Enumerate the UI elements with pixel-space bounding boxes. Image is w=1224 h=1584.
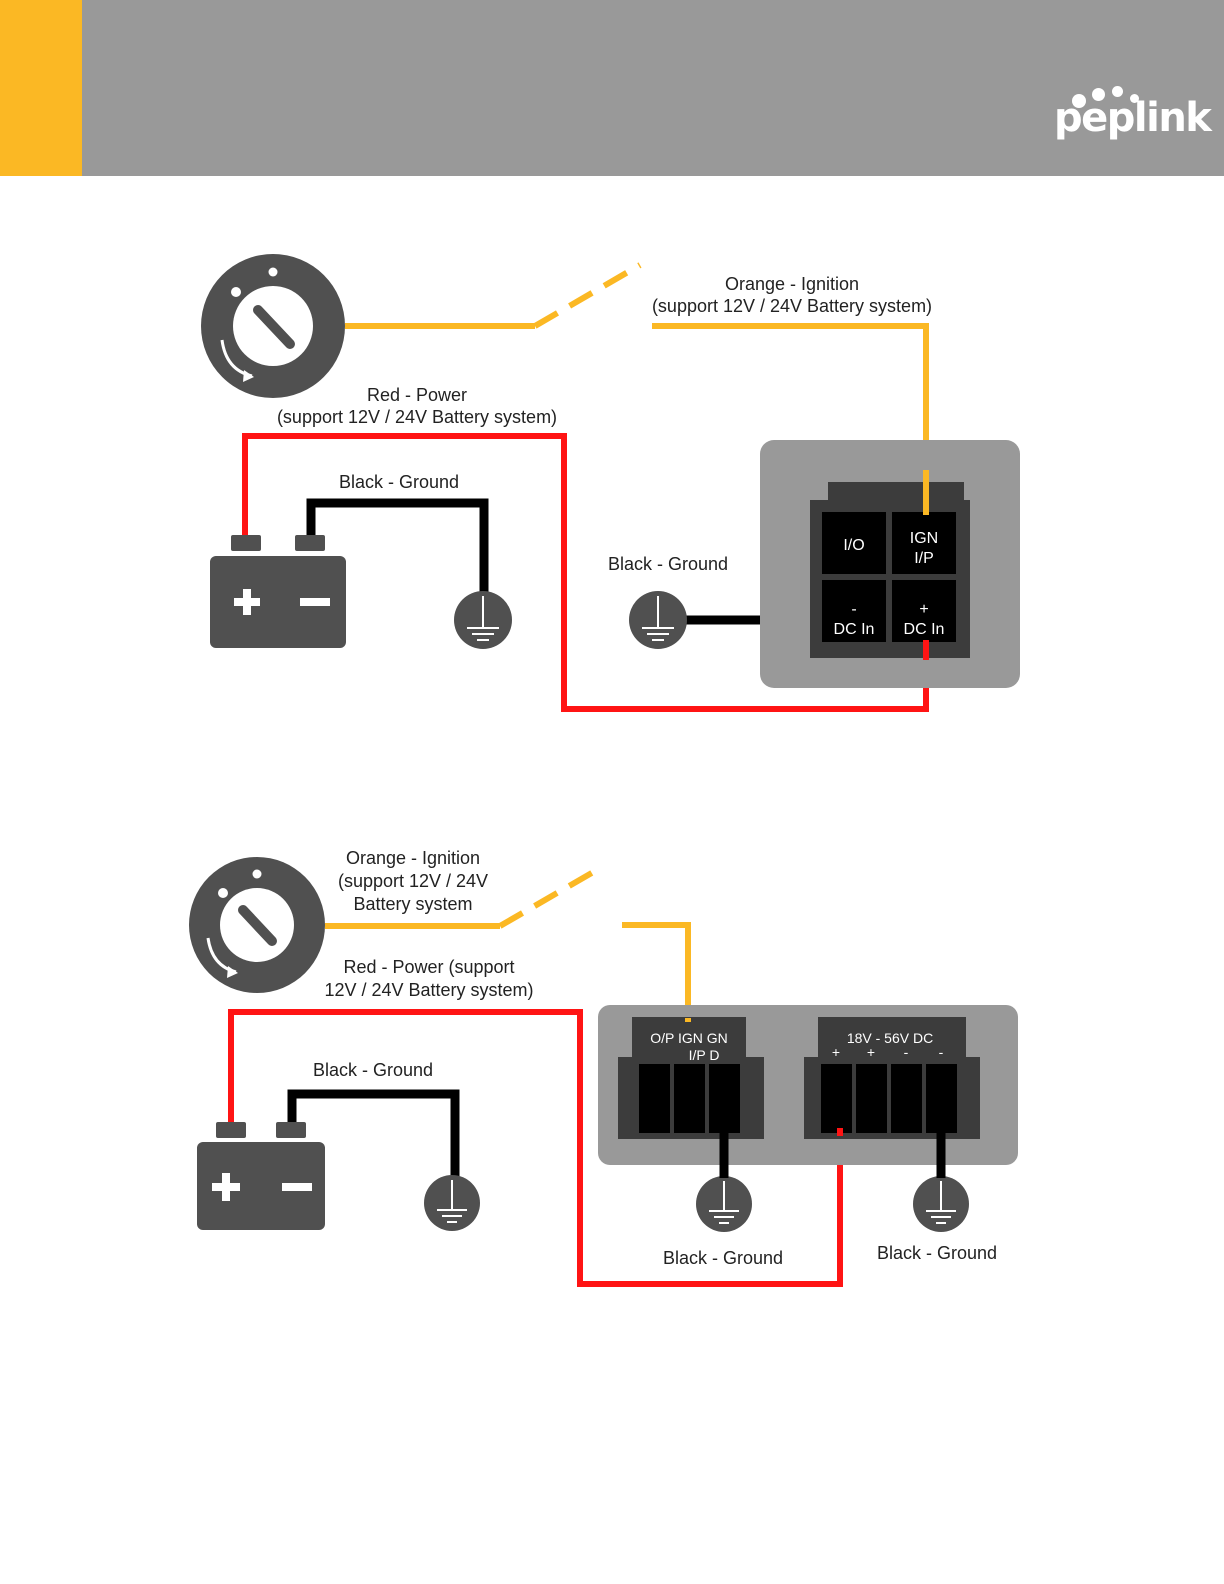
pin-io-label: I/O — [843, 537, 864, 554]
io-connector-3pin — [618, 1017, 764, 1139]
red-power-sublabel: 12V / 24V Battery system) — [324, 980, 533, 1000]
header-accent-block — [0, 0, 82, 176]
dc-power-connector-4pin — [804, 1017, 980, 1139]
router-power-connector-4pin — [760, 440, 1020, 688]
ground-wire-battery-top — [306, 498, 489, 592]
ground-symbol-icon — [913, 1176, 969, 1232]
black-ground-label: Black - Ground — [608, 554, 728, 574]
ignition-switch-icon — [201, 254, 345, 398]
ignition-switch-icon — [189, 857, 325, 993]
ignition-wire-bottom — [325, 864, 691, 1022]
ground-symbol-icon — [629, 591, 687, 649]
pin-dc-negative-sublabel: DC In — [834, 621, 875, 638]
red-power-label: Red - Power (support — [343, 957, 514, 977]
battery-icon — [197, 1122, 325, 1230]
orange-ignition-label: Orange - Ignition — [346, 848, 480, 868]
ground-symbol-icon — [454, 591, 512, 649]
logo-wordmark: peplink — [1054, 95, 1212, 141]
dc-pin-label: + — [832, 1044, 840, 1060]
pin-dc-positive-label: + — [919, 601, 928, 618]
battery-icon — [210, 535, 346, 648]
orange-ignition-sublabel: (support 12V / 24V Battery system) — [652, 296, 932, 316]
ground-symbol-icon — [424, 1175, 480, 1231]
orange-ignition-sublabel: Battery system — [353, 894, 472, 914]
pin-dc-negative-label: - — [851, 601, 856, 618]
pin-ign-label: IGN — [910, 530, 938, 547]
red-power-label: Red - Power — [367, 385, 467, 405]
io-connector-pin-labels: O/P IGN GN — [650, 1030, 728, 1046]
dc-pin-label: - — [904, 1044, 909, 1060]
orange-ignition-sublabel: (support 12V / 24V — [338, 871, 488, 891]
ground-symbol-icon — [696, 1176, 752, 1232]
pin-dc-positive-sublabel: DC In — [904, 621, 945, 638]
dc-pin-label: - — [939, 1044, 944, 1060]
dc-connector-voltage-label: 18V - 56V DC — [847, 1030, 933, 1046]
black-ground-label: Black - Ground — [877, 1243, 997, 1263]
power-wire-bottom — [228, 1009, 843, 1287]
red-power-sublabel: (support 12V / 24V Battery system) — [277, 407, 557, 427]
ground-wire-battery-bottom — [287, 1089, 460, 1177]
logo-dots — [1072, 84, 1142, 108]
peplink-logo: peplink — [1054, 76, 1212, 156]
orange-ignition-label: Orange - Ignition — [725, 274, 859, 294]
black-ground-label: Black - Ground — [339, 472, 459, 492]
io-connector-pin-sublabels: I/P D — [689, 1047, 720, 1063]
power-wire-top — [242, 433, 929, 712]
header-bar — [0, 0, 1224, 176]
dc-pin-label: + — [867, 1044, 875, 1060]
black-ground-label: Black - Ground — [313, 1060, 433, 1080]
pin-ign-sublabel: I/P — [914, 550, 934, 567]
black-ground-label: Black - Ground — [663, 1248, 783, 1268]
